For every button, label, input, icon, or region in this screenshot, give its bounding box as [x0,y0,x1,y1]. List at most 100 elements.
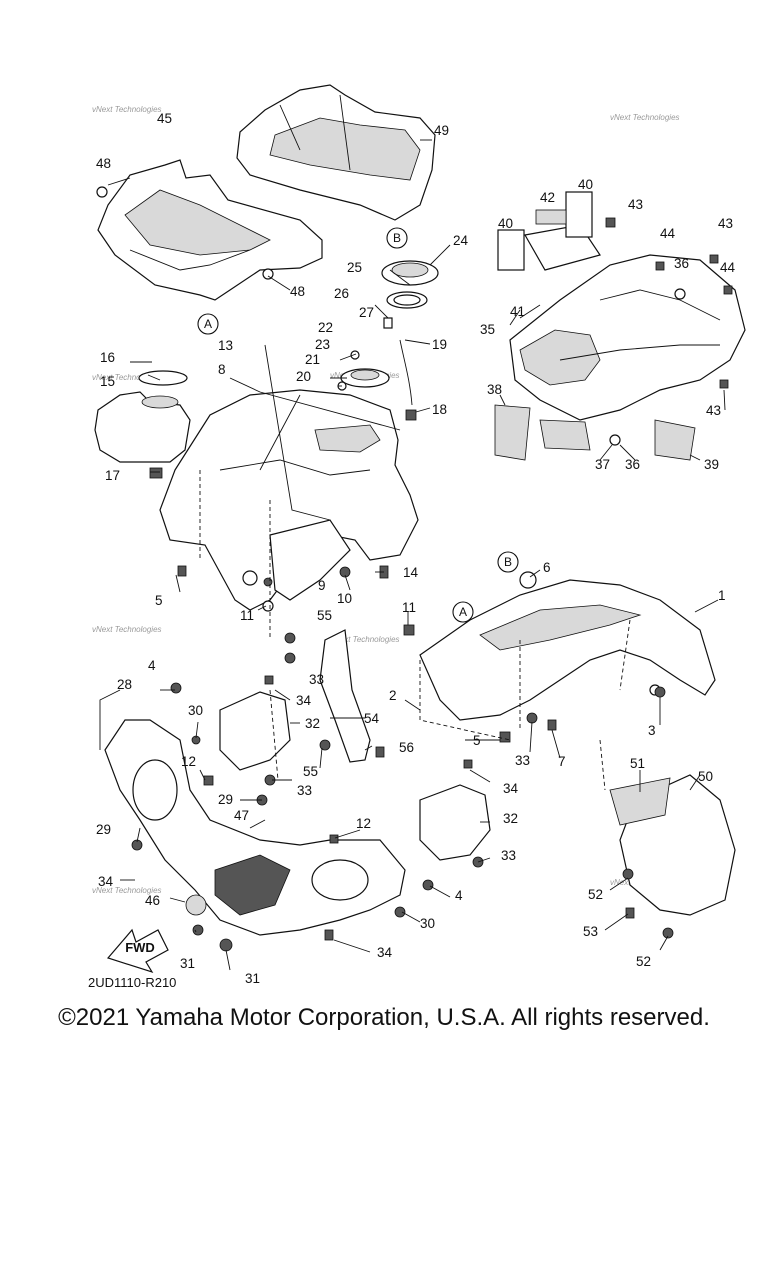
part-label-53: 53 [583,924,598,939]
callout-a-fender: A [452,601,474,623]
watermark: vNext Technologies [92,105,162,114]
part-label-5: 5 [155,593,163,608]
part-label-49: 49 [434,123,449,138]
fluid-tank [94,370,191,479]
part-label-30: 30 [420,916,435,931]
part-label-36: 36 [625,457,640,472]
part-label-13: 13 [218,338,233,353]
headlight-cover [236,84,436,221]
part-label-1: 1 [718,588,726,603]
part-label-34: 34 [98,874,114,889]
part-label-41: 41 [510,304,525,319]
part-label-33: 33 [515,753,530,768]
part-label-29: 29 [96,822,111,837]
callout-b-top: B [386,227,408,249]
part-label-39: 39 [704,457,719,472]
part-label-51: 51 [630,756,645,771]
part-label-6: 6 [543,560,551,575]
part-label-54: 54 [364,711,380,726]
part-label-34: 34 [296,693,312,708]
part-label-12: 12 [356,816,371,831]
part-label-27: 27 [359,305,374,320]
part-label-31: 31 [180,956,195,971]
mud-flap [609,774,736,919]
part-label-4: 4 [148,658,156,673]
callout-b-label: B [393,231,401,245]
front-lower-panel [104,719,406,941]
part-label-40: 40 [578,177,593,192]
part-label-2: 2 [389,688,397,703]
drawing-code: 2UD1110-R210 [88,975,176,990]
part-label-25: 25 [347,260,362,275]
air-ducts [203,675,491,861]
part-label-43: 43 [628,197,643,212]
part-label-55: 55 [317,608,332,623]
part-label-46: 46 [145,893,160,908]
part-label-34: 34 [377,945,393,960]
part-label-3: 3 [648,723,656,738]
copyright-notice: ©2021 Yamaha Motor Corporation, U.S.A. A… [58,1004,710,1031]
part-label-35: 35 [480,322,495,337]
center-strip [319,629,371,763]
part-label-43: 43 [718,216,733,231]
callout-a-label: A [459,605,467,619]
watermark: vNext Technologies [92,625,162,634]
part-label-12: 12 [181,754,196,769]
callout-b-fender: B [497,551,519,573]
part-label-16: 16 [100,350,115,365]
leader-lines [99,139,726,971]
part-label-14: 14 [403,565,419,580]
part-label-23: 23 [315,337,330,352]
watermark: vNext Technologies [330,635,400,644]
watermark: vNext Technologies [92,373,162,382]
callout-a-label: A [204,317,212,331]
part-label-56: 56 [399,740,414,755]
part-label-18: 18 [432,402,447,417]
part-label-33: 33 [297,783,312,798]
part-label-45: 45 [157,111,172,126]
part-label-24: 24 [453,233,469,248]
parts-diagram: vNext Technologies vNext Technologies vN… [88,84,746,990]
part-label-29: 29 [218,792,233,807]
part-label-11: 11 [402,600,416,615]
part-label-43: 43 [706,403,721,418]
part-labels: 1 2 3 4 4 5 5 6 7 8 9 10 11 11 12 12 13 … [96,111,736,986]
watermark: vNext Technologies [92,886,162,895]
part-label-15: 15 [100,374,115,389]
part-label-22: 22 [318,320,333,335]
part-label-5: 5 [473,733,481,748]
part-label-37: 37 [595,457,610,472]
fuel-cap-assembly [337,260,439,421]
part-label-40: 40 [498,216,513,231]
front-upper-cover [96,159,323,301]
fwd-arrow: FWD [106,928,169,974]
part-label-50: 50 [698,769,713,784]
part-label-32: 32 [503,811,518,826]
part-label-48: 48 [290,284,305,299]
part-label-33: 33 [309,672,324,687]
fwd-label: FWD [125,940,155,955]
part-label-8: 8 [218,362,226,377]
part-label-34: 34 [503,781,519,796]
front-fender-right [419,571,716,721]
part-label-44: 44 [720,260,736,275]
part-label-42: 42 [540,190,555,205]
watermark: vNext Technologies [610,113,680,122]
part-label-33: 33 [501,848,516,863]
fasteners [131,565,674,952]
assembly-lines [199,470,631,791]
part-label-52: 52 [636,954,651,969]
part-label-28: 28 [117,677,132,692]
part-label-32: 32 [305,716,320,731]
part-label-11: 11 [240,608,254,623]
part-label-19: 19 [432,337,447,352]
part-label-21: 21 [305,352,320,367]
part-label-30: 30 [188,703,203,718]
part-label-44: 44 [660,226,676,241]
part-label-38: 38 [487,382,502,397]
part-label-31: 31 [245,971,260,986]
part-label-55: 55 [303,764,318,779]
part-label-17: 17 [105,468,120,483]
callout-a-top: A [197,313,219,335]
part-label-26: 26 [334,286,349,301]
